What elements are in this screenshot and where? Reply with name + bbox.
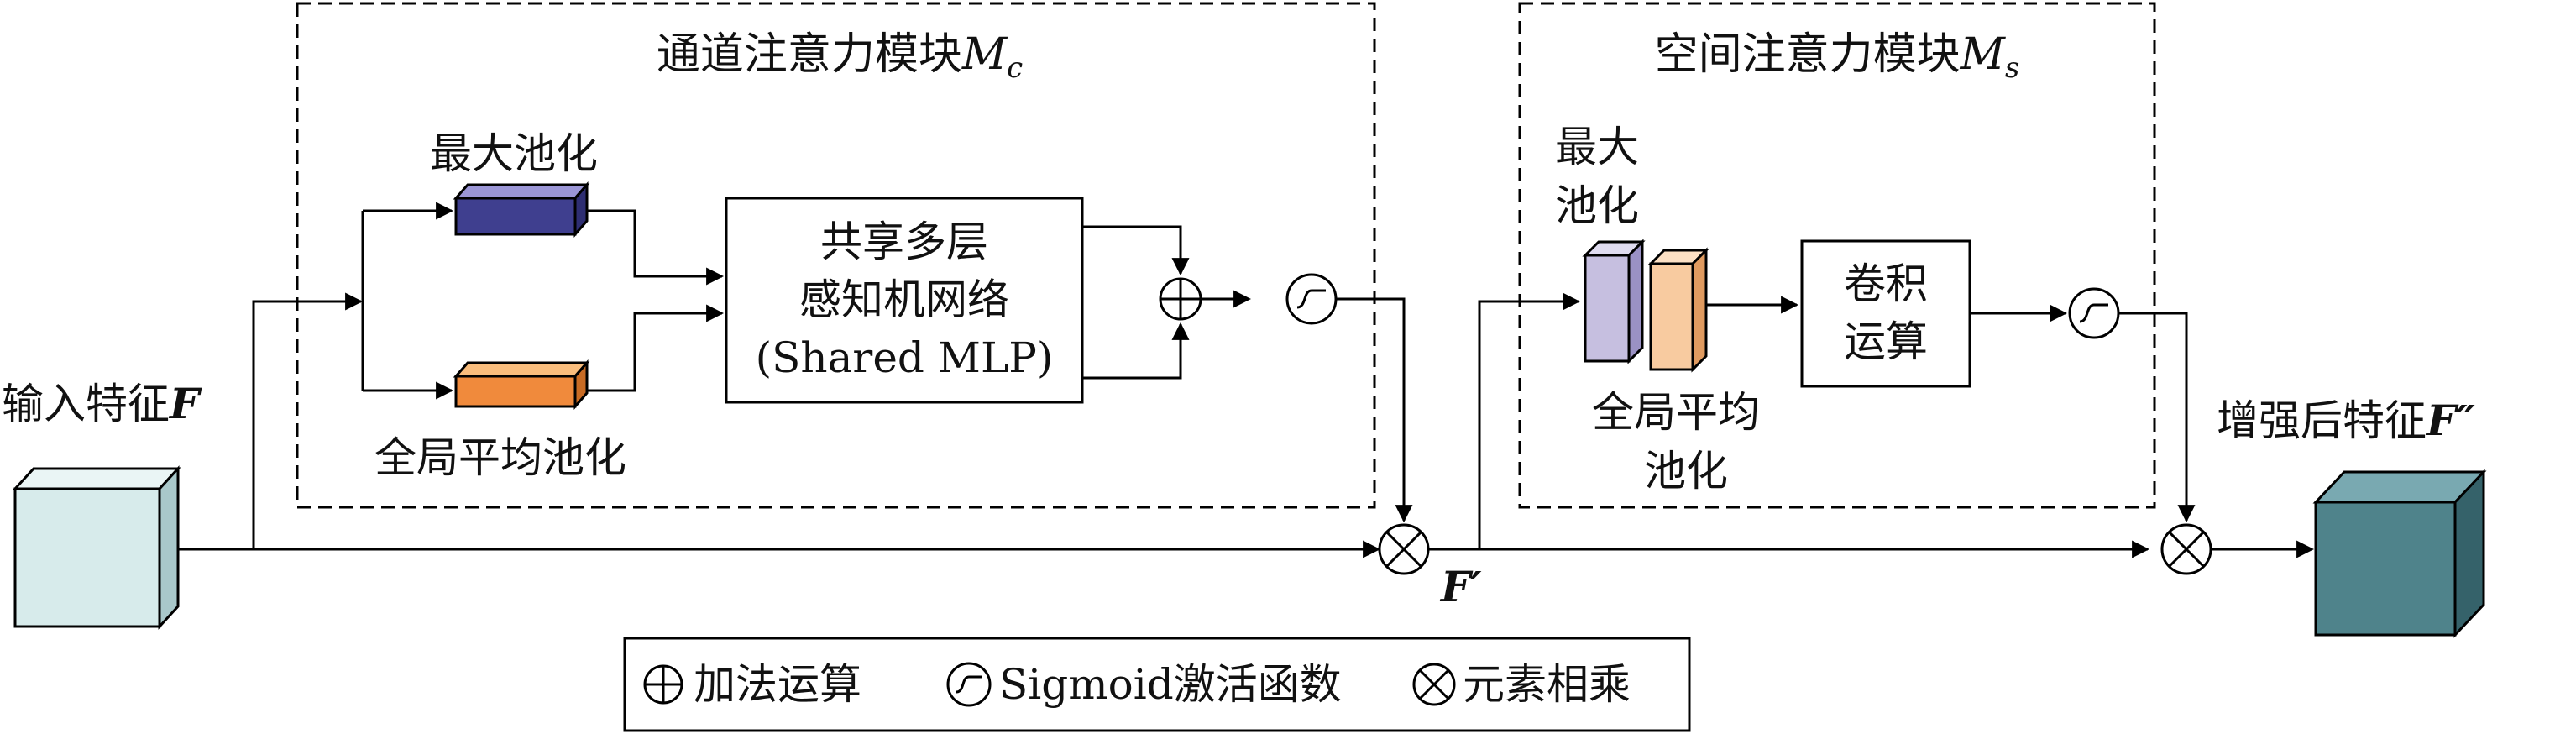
shared-mlp-line3: (Shared MLP) (756, 333, 1054, 382)
legend-add-icon (643, 664, 683, 705)
conv-box (1800, 239, 1971, 388)
input-cube-front (13, 487, 161, 628)
spatial-max-pool-label-2: 池化 (1555, 181, 1639, 230)
channel-attention-frame (296, 2, 1376, 509)
sigmoid-to-multiply-1 (1336, 297, 1413, 523)
legend-multiply-icon (1412, 663, 1456, 706)
channel-max-pool-label: 最大池化 (430, 129, 598, 178)
input-cube-top (12, 467, 181, 490)
conv-label-2: 运算 (1844, 317, 1928, 366)
shared-mlp-box (725, 197, 1084, 404)
add-operator-icon (1159, 277, 1202, 321)
shared-mlp-line1: 共享多层 (820, 218, 988, 266)
spatial-module-title: 空间注意力模块Ms (1655, 29, 2020, 85)
legend-multiply-label: 元素相乘 (1463, 660, 1631, 709)
channel-avg-pool-label: 全局平均池化 (374, 433, 626, 482)
conv-label-1: 卷积 (1844, 260, 1928, 308)
multiply-operator-icon-2 (2160, 523, 2212, 575)
spatial-avg-pool-label-1: 全局平均 (1592, 388, 1760, 437)
spatial-attention-frame (1518, 2, 2156, 509)
channel-sigmoid-icon (1285, 273, 1338, 325)
channel-module-title: 通道注意力模块Mc (657, 29, 1023, 85)
legend-box (623, 637, 1691, 732)
input-cube-side (158, 465, 180, 630)
spatial-max-pool-label-1: 最大 (1555, 123, 1639, 171)
multiply-operator-icon-1 (1378, 523, 1430, 575)
legend-sigmoid-label: Sigmoid激活函数 (999, 660, 1342, 709)
spatial-avg-pool-block (1647, 247, 1709, 373)
avgpool-to-mlp (587, 304, 725, 392)
legend-sigmoid-icon (946, 662, 992, 707)
spatial-sigmoid-icon (2068, 287, 2120, 339)
legend-add-label: 加法运算 (694, 660, 861, 709)
mlp-to-add-top (1082, 225, 1190, 276)
maxpool-to-mlp (587, 209, 725, 286)
input-feature-label: 输入特征F (2, 379, 202, 428)
spatial-max-pool-block (1582, 239, 1646, 364)
sigmoid-to-multiply-2 (2118, 312, 2196, 523)
output-feature-label: 增强后特征F″ (2217, 396, 2475, 445)
channel-avg-pool-block (453, 359, 590, 410)
input-feature-cube (12, 465, 181, 630)
output-cube-front (2314, 501, 2457, 637)
shared-mlp-line2: 感知机网络 (799, 275, 1009, 324)
output-feature-cube (2312, 469, 2487, 638)
branch-to-channel (252, 292, 364, 549)
branch-to-spatial (1478, 292, 1581, 549)
mlp-to-add-bottom (1082, 322, 1190, 380)
output-cube-side (2453, 469, 2485, 638)
channel-max-pool-block (453, 181, 590, 238)
spatial-avg-pool-label-2: 池化 (1644, 447, 1728, 495)
intermediate-feature-label: F′ (1439, 562, 1482, 611)
